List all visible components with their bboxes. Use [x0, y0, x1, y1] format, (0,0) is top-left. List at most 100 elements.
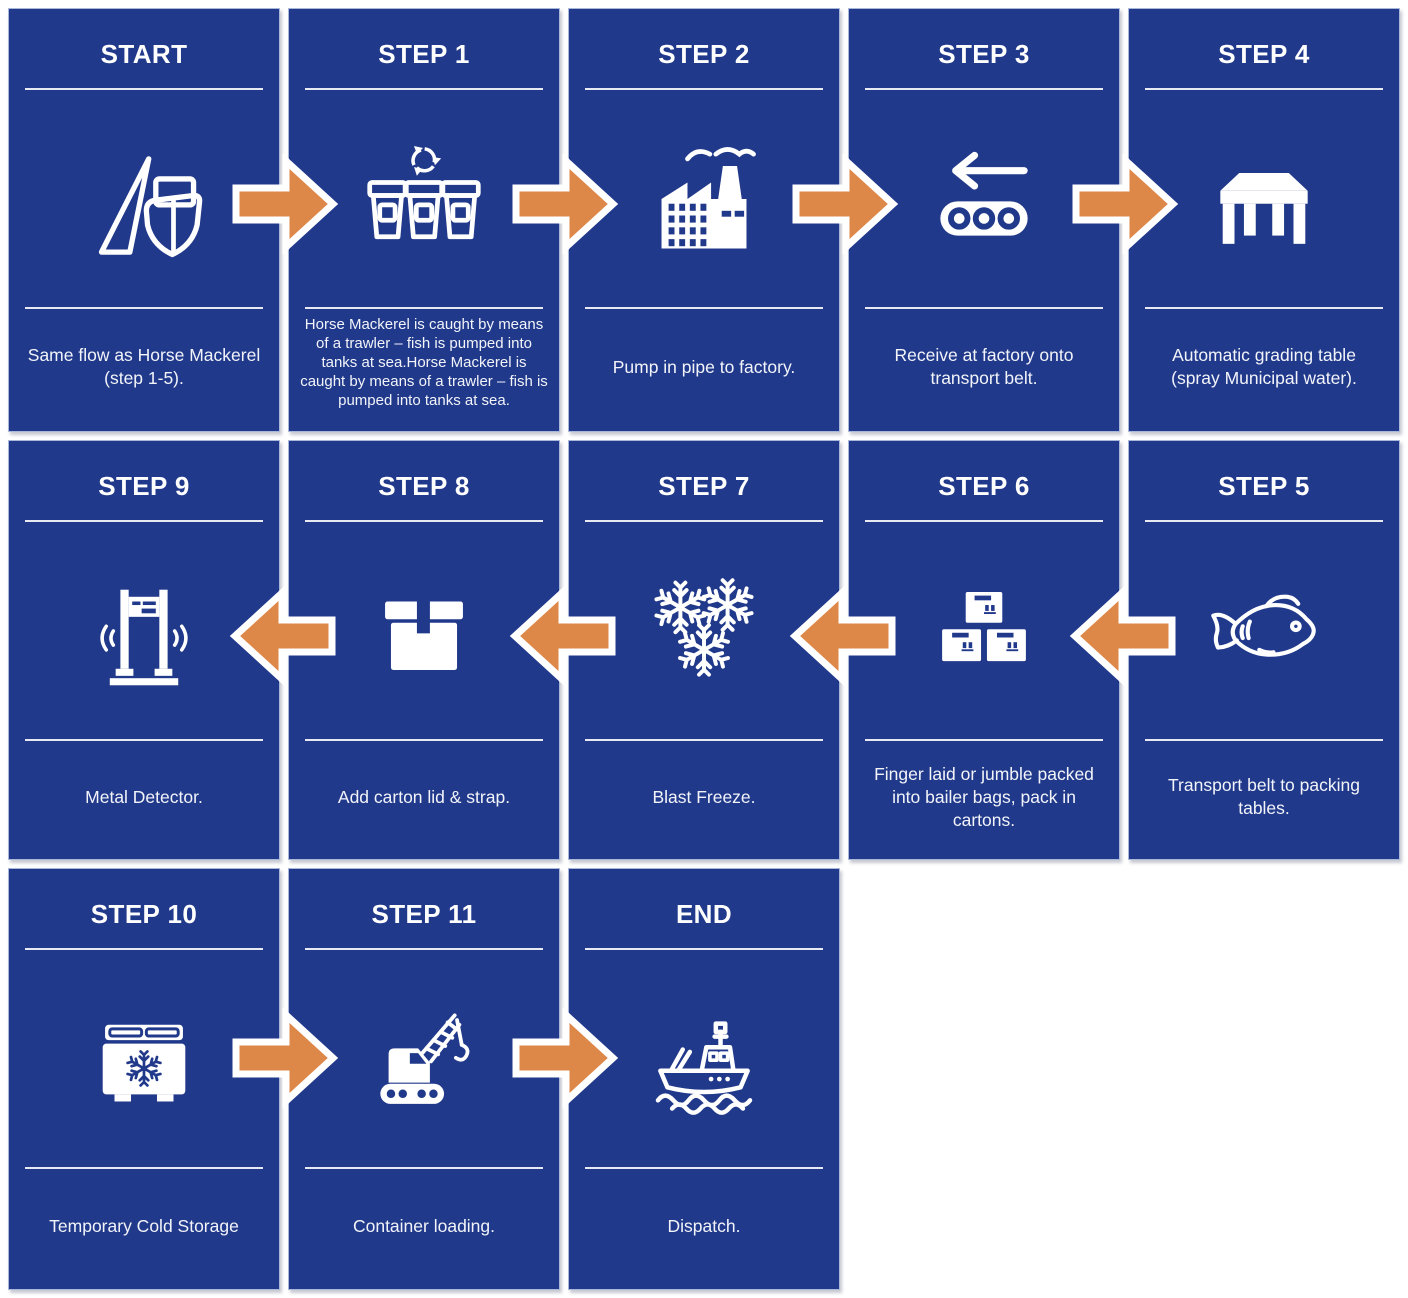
cold-storage-icon — [102, 1024, 186, 1101]
step-description: Same flow as Horse Mackerel (step 1-5). — [27, 345, 261, 388]
step-title: END — [675, 899, 733, 929]
step-description: Finger laid or jumble packed into bailer… — [874, 763, 1094, 830]
step-description: Add carton lid & strap. — [337, 786, 511, 807]
step-title: STEP 11 — [371, 899, 477, 929]
step-card-step-7: STEP 7 Blast Freeze. — [568, 440, 840, 860]
step-description-area: Temporary Cold Storage — [9, 1169, 279, 1289]
step-description-area: Add carton lid & strap. — [289, 741, 559, 859]
stacked-boxes-icon — [942, 591, 1026, 661]
step-description: Blast Freeze. — [652, 786, 756, 807]
step-icon-area — [569, 90, 839, 307]
step-title: STEP 9 — [98, 471, 190, 501]
step-description: Temporary Cold Storage — [49, 1215, 239, 1236]
title-divider — [1145, 520, 1383, 522]
trawler-icon — [98, 155, 203, 257]
step-description-area: Automatic grading table (spray Municipal… — [1129, 309, 1399, 431]
step-description: Pump in pipe to factory. — [612, 356, 796, 377]
step-card-end: END Dispatch. — [568, 868, 840, 1290]
title-divider — [25, 948, 263, 950]
fish-icon — [1211, 594, 1316, 657]
step-description: Transport belt to packing tables. — [1168, 775, 1360, 818]
step-title: STEP 3 — [938, 39, 1030, 69]
cargo-ship-icon — [655, 1020, 753, 1115]
step-card-step-5: STEP 5 Transport belt to packing tables. — [1128, 440, 1400, 860]
step-title: STEP 1 — [378, 39, 470, 69]
step-description-area: Transport belt to packing tables. — [1129, 741, 1399, 859]
step-title: STEP 4 — [1218, 39, 1310, 69]
metal-detector-icon — [100, 589, 188, 685]
title-divider — [865, 88, 1103, 90]
step-title: STEP 8 — [378, 471, 470, 501]
step-card-step-6: STEP 6 Finger laid or jumble packed into… — [848, 440, 1120, 860]
step-description-area: Receive at factory onto transport belt. — [849, 309, 1119, 431]
step-title: STEP 7 — [658, 471, 750, 501]
conveyor-belt-icon — [940, 151, 1028, 236]
grading-table-icon — [1220, 172, 1308, 244]
description-divider — [585, 1167, 823, 1169]
title-divider — [25, 88, 263, 90]
title-divider — [1145, 88, 1383, 90]
step-icon-area — [569, 950, 839, 1167]
step-description-area: Metal Detector. — [9, 741, 279, 859]
step-card-step-3: STEP 3 Receive at factory onto transport… — [848, 8, 1120, 432]
title-divider — [305, 88, 543, 90]
step-icon-area — [9, 522, 279, 739]
step-icon-area — [569, 522, 839, 739]
description-divider — [305, 1167, 543, 1169]
title-divider — [585, 88, 823, 90]
step-description: Dispatch. — [667, 1215, 741, 1236]
description-divider — [865, 307, 1103, 309]
step-description-area: Blast Freeze. — [569, 741, 839, 859]
step-description: Receive at factory onto transport belt. — [894, 345, 1074, 388]
step-card-step-10: STEP 10 Temporary Cold Storage — [8, 868, 280, 1290]
step-icon-area — [9, 950, 279, 1167]
description-divider — [25, 307, 263, 309]
step-icon-area — [289, 90, 559, 307]
step-icon-area — [849, 522, 1119, 739]
title-divider — [305, 948, 543, 950]
description-divider — [305, 307, 543, 309]
step-title: STEP 2 — [658, 39, 750, 69]
title-divider — [585, 520, 823, 522]
title-divider — [25, 520, 263, 522]
step-icon-area — [289, 950, 559, 1167]
step-description: Horse Mackerel is caught by means of a t… — [300, 316, 548, 409]
description-divider — [305, 739, 543, 741]
step-icon-area — [1129, 522, 1399, 739]
step-title: STEP 5 — [1218, 471, 1310, 501]
step-card-step-9: STEP 9 Metal Detector. — [8, 440, 280, 860]
step-icon-area — [9, 90, 279, 307]
step-description-area: Container loading. — [289, 1169, 559, 1289]
step-description-area: Horse Mackerel is caught by means of a t… — [289, 309, 559, 431]
carton-box-icon — [385, 601, 463, 670]
description-divider — [1145, 739, 1383, 741]
title-divider — [865, 520, 1103, 522]
step-description: Metal Detector. — [85, 786, 203, 807]
step-description: Automatic grading table (spray Municipal… — [1171, 345, 1357, 388]
description-divider — [585, 307, 823, 309]
step-card-step-4: STEP 4 Automatic grading table (spray Mu… — [1128, 8, 1400, 432]
description-divider — [25, 739, 263, 741]
step-description-area: Pump in pipe to factory. — [569, 309, 839, 431]
step-description-area: Finger laid or jumble packed into bailer… — [849, 741, 1119, 859]
step-icon-area — [1129, 90, 1399, 307]
description-divider — [1145, 307, 1383, 309]
title-divider — [585, 948, 823, 950]
factory-icon — [661, 146, 756, 249]
step-title: START — [100, 39, 188, 69]
snowflakes-icon — [654, 577, 754, 677]
title-divider — [305, 520, 543, 522]
step-description: Container loading. — [352, 1215, 496, 1236]
description-divider — [865, 739, 1103, 741]
step-card-step-1: STEP 1 Horse Mackerel is caught by means… — [288, 8, 560, 432]
recycle-bins-icon — [367, 145, 481, 239]
step-title: STEP 10 — [90, 899, 198, 929]
step-card-step-8: STEP 8 Add carton lid & strap. — [288, 440, 560, 860]
step-card-start: START Same flow as Horse Mackerel (step … — [8, 8, 280, 432]
step-card-step-2: STEP 2 Pump in pipe to factory. — [568, 8, 840, 432]
step-card-step-11: STEP 11 Container loading. — [288, 868, 560, 1290]
step-description-area: Same flow as Horse Mackerel (step 1-5). — [9, 309, 279, 431]
crane-icon — [380, 1012, 470, 1104]
